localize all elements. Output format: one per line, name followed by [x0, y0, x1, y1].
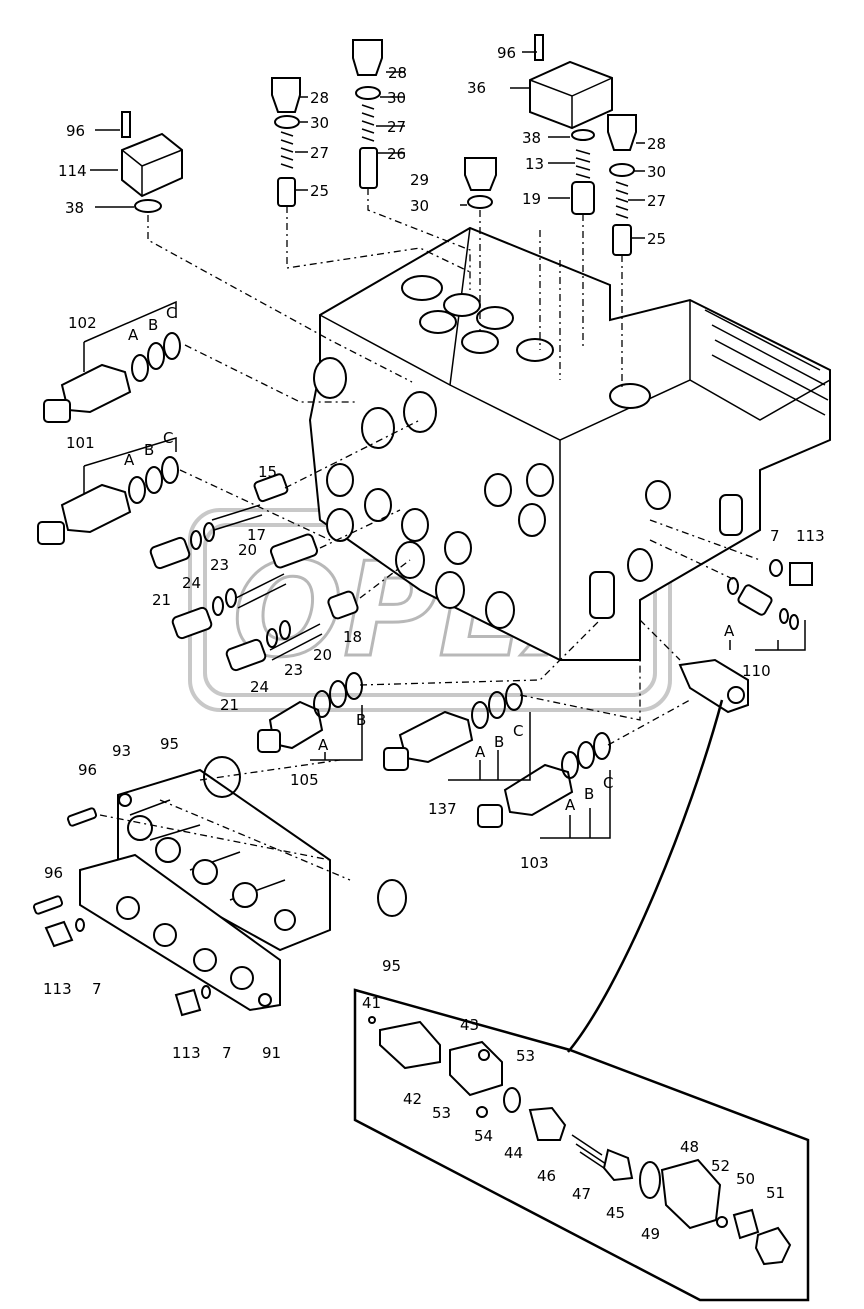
label-54: 54 — [474, 1127, 493, 1145]
label-110: 110 — [742, 662, 771, 680]
label-24a: 24 — [182, 574, 201, 592]
label-38b: 38 — [522, 129, 541, 147]
label-101: 101 — [66, 434, 95, 452]
label-a5: A — [475, 743, 486, 761]
label-a2: A — [124, 451, 135, 469]
label-20a: 20 — [238, 541, 257, 559]
right-side-parts — [639, 519, 813, 714]
label-113c: 113 — [172, 1044, 201, 1062]
label-21a: 21 — [152, 591, 171, 609]
leader-lines — [83, 51, 806, 839]
label-44: 44 — [504, 1144, 523, 1162]
label-91: 91 — [262, 1044, 281, 1062]
label-43: 43 — [460, 1016, 479, 1034]
label-53a: 53 — [516, 1047, 535, 1065]
label-53b: 53 — [432, 1104, 451, 1122]
label-41: 41 — [362, 994, 381, 1012]
label-30b: 30 — [310, 114, 329, 132]
left-cartridges — [37, 332, 421, 672]
label-30c: 30 — [410, 197, 429, 215]
label-b1: B — [148, 316, 158, 334]
label-25a: 25 — [310, 182, 329, 200]
label-7c: 7 — [222, 1044, 232, 1062]
label-30a: 30 — [387, 89, 406, 107]
label-96b: 96 — [66, 122, 85, 140]
lower-cartridges — [257, 619, 691, 828]
label-42: 42 — [403, 1090, 422, 1108]
label-a3: A — [724, 622, 735, 640]
top-parts — [121, 34, 637, 390]
label-27a: 27 — [387, 118, 406, 136]
label-45: 45 — [606, 1204, 625, 1222]
label-50: 50 — [736, 1170, 755, 1188]
label-15: 15 — [258, 463, 277, 481]
label-36: 36 — [467, 79, 486, 97]
label-26: 26 — [387, 145, 406, 163]
label-114: 114 — [58, 162, 87, 180]
label-c5: C — [513, 722, 523, 740]
label-93: 93 — [112, 742, 131, 760]
label-96c: 96 — [78, 761, 97, 779]
label-19: 19 — [522, 190, 541, 208]
label-18: 18 — [343, 628, 362, 646]
part-labels: 96 36 28 30 27 26 28 30 27 25 96 114 38 … — [43, 44, 825, 1243]
label-113a: 113 — [796, 527, 825, 545]
cover-plates — [32, 756, 407, 1017]
label-c2: C — [163, 429, 173, 447]
label-38a: 38 — [65, 199, 84, 217]
label-b6: B — [584, 785, 594, 803]
label-24b: 24 — [250, 678, 269, 696]
label-7b: 7 — [92, 980, 102, 998]
detail-inset — [353, 699, 810, 1302]
label-30d: 30 — [647, 163, 666, 181]
label-48: 48 — [680, 1138, 699, 1156]
label-17: 17 — [247, 526, 266, 544]
label-b2: B — [144, 441, 154, 459]
label-b4: B — [356, 711, 366, 729]
label-103: 103 — [520, 854, 549, 872]
label-21b: 21 — [220, 696, 239, 714]
label-49: 49 — [641, 1225, 660, 1243]
label-c6: C — [603, 774, 613, 792]
label-47: 47 — [572, 1185, 591, 1203]
label-52: 52 — [711, 1157, 730, 1175]
label-a6: A — [565, 796, 576, 814]
valve-body — [308, 226, 831, 661]
label-137: 137 — [428, 800, 457, 818]
label-95b: 95 — [382, 957, 401, 975]
label-20b: 20 — [313, 646, 332, 664]
label-23b: 23 — [284, 661, 303, 679]
label-105: 105 — [290, 771, 319, 789]
label-96a: 96 — [497, 44, 516, 62]
label-28a: 28 — [388, 64, 407, 82]
label-a4: A — [318, 736, 329, 754]
label-b5: B — [494, 733, 504, 751]
label-13: 13 — [525, 155, 544, 173]
label-51: 51 — [766, 1184, 785, 1202]
label-27c: 27 — [647, 192, 666, 210]
label-102: 102 — [68, 314, 97, 332]
label-96d: 96 — [44, 864, 63, 882]
label-25b: 25 — [647, 230, 666, 248]
label-46: 46 — [537, 1167, 556, 1185]
label-7a: 7 — [770, 527, 780, 545]
label-29: 29 — [410, 171, 429, 189]
label-113b: 113 — [43, 980, 72, 998]
label-95a: 95 — [160, 735, 179, 753]
label-23a: 23 — [210, 556, 229, 574]
label-a1: A — [128, 326, 139, 344]
label-27b: 27 — [310, 144, 329, 162]
label-c1: C — [166, 304, 176, 322]
label-28c: 28 — [647, 135, 666, 153]
label-28b: 28 — [310, 89, 329, 107]
